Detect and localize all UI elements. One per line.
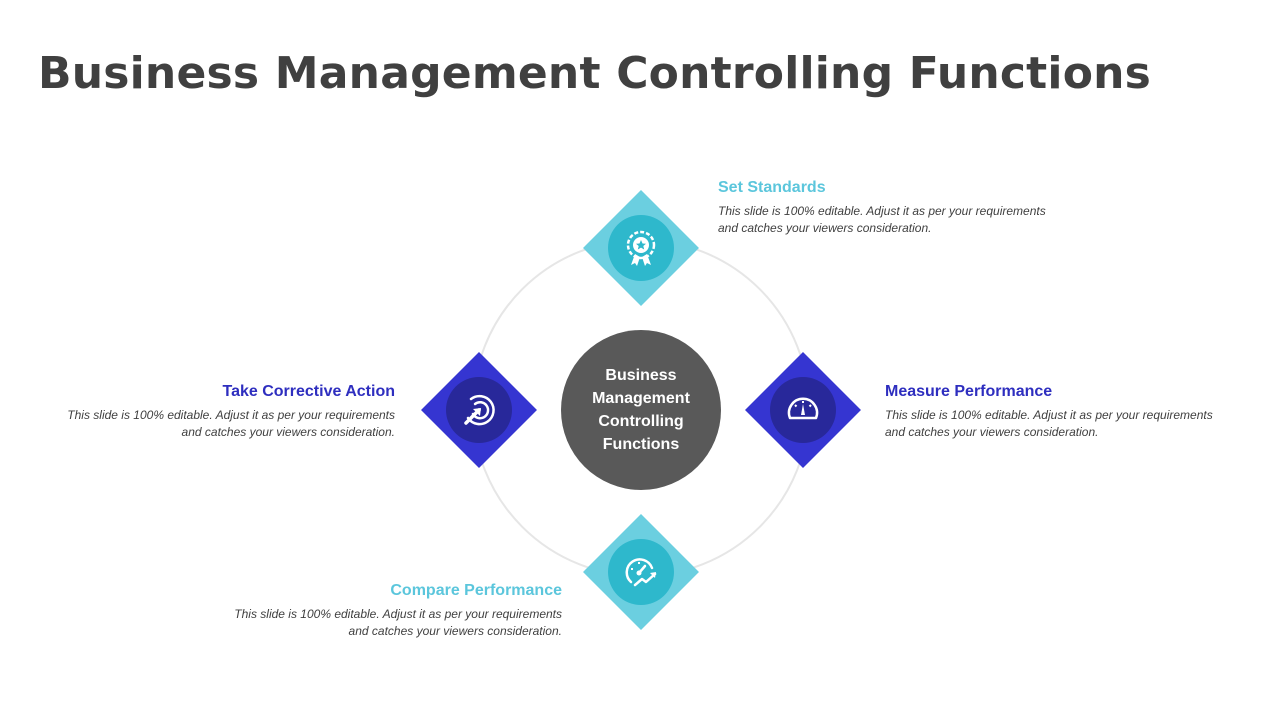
item-heading: Compare Performance	[390, 582, 562, 599]
speedometer-trend-icon	[625, 558, 657, 587]
icon-circle	[770, 377, 836, 443]
label-compare-performance: Compare Performance This slide is 100% e…	[232, 582, 562, 640]
target-arrow-icon	[464, 394, 495, 426]
item-description: This slide is 100% editable. Adjust it a…	[67, 408, 395, 439]
icon-circle	[608, 215, 674, 281]
node-take-corrective-action	[421, 352, 537, 468]
award-badge-icon	[626, 230, 656, 266]
item-description: This slide is 100% editable. Adjust it a…	[234, 607, 562, 638]
icon-circle	[446, 377, 512, 443]
node-compare-performance	[583, 514, 699, 630]
node-set-standards	[583, 190, 699, 306]
label-measure-performance: Measure Performance This slide is 100% e…	[885, 383, 1215, 441]
item-description: This slide is 100% editable. Adjust it a…	[885, 408, 1213, 439]
slide-title: Business Management Controlling Function…	[38, 48, 1152, 99]
node-measure-performance	[745, 352, 861, 468]
item-heading: Take Corrective Action	[222, 383, 396, 400]
item-heading: Set Standards	[718, 179, 826, 196]
label-set-standards: Set Standards This slide is 100% editabl…	[718, 179, 1048, 237]
item-heading: Measure Performance	[885, 383, 1053, 400]
item-description: This slide is 100% editable. Adjust it a…	[718, 204, 1046, 235]
gauge-icon	[787, 397, 819, 420]
center-label: Business Management Controlling Function…	[592, 367, 690, 453]
label-take-corrective-action: Take Corrective Action This slide is 100…	[65, 383, 395, 441]
center-circle: Business Management Controlling Function…	[561, 330, 721, 490]
icon-circle	[608, 539, 674, 605]
